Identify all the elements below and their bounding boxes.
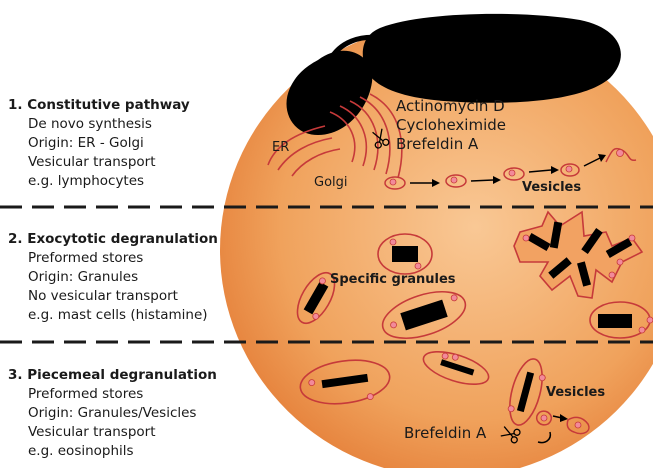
section-item: Origin: Granules/Vesicles — [8, 404, 258, 423]
inhibitor-actinomycin: Actinomycin D — [396, 97, 506, 116]
inhibitor-list: Actinomycin D Cycloheximide Brefeldin A — [396, 97, 506, 154]
section-item: e.g. lymphocytes — [8, 172, 258, 191]
section-constitutive: 1. Constitutive pathway De novo synthesi… — [8, 96, 258, 191]
section-item: Vesicular transport — [8, 423, 258, 442]
section-item: No vesicular transport — [8, 287, 258, 306]
vesicles-top-label: Vesicles — [522, 180, 581, 195]
section-item: e.g. mast cells (histamine) — [8, 306, 258, 325]
section-heading: 1. Constitutive pathway — [8, 96, 258, 115]
section-piecemeal: 3. Piecemeal degranulation Preformed sto… — [8, 366, 258, 461]
inhibitor-brefeldin: Brefeldin A — [396, 135, 506, 154]
section-heading: 2. Exocytotic degranulation — [8, 230, 258, 249]
section-heading: 3. Piecemeal degranulation — [8, 366, 258, 385]
inhibitor-cycloheximide: Cycloheximide — [396, 116, 506, 135]
er-label: ER — [272, 140, 289, 155]
vesicles-bottom-label: Vesicles — [546, 385, 605, 400]
section-item: e.g. eosinophils — [8, 442, 258, 461]
nucleus-lobe-right — [363, 14, 621, 103]
section-item: Preformed stores — [8, 385, 258, 404]
section-item: De novo synthesis — [8, 115, 258, 134]
section-item: Vesicular transport — [8, 153, 258, 172]
golgi-label: Golgi — [314, 175, 348, 190]
section-item: Origin: ER - Golgi — [8, 134, 258, 153]
section-item: Origin: Granules — [8, 268, 258, 287]
section-exocytotic: 2. Exocytotic degranulation Preformed st… — [8, 230, 258, 325]
brefeldin-bottom-label: Brefeldin A — [404, 424, 486, 443]
specific-granules-label: Specific granules — [330, 272, 456, 287]
section-item: Preformed stores — [8, 249, 258, 268]
